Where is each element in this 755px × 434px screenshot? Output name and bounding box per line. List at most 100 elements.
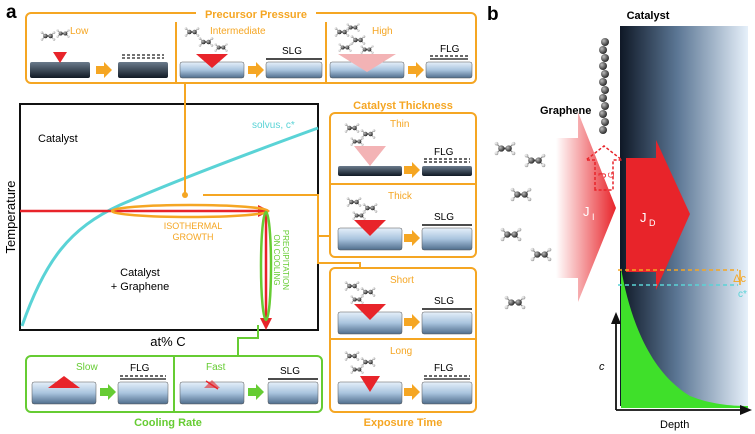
catalyst-block — [118, 62, 168, 78]
exposure-time-title: Exposure Time — [364, 417, 443, 429]
j-i-subscript: I — [592, 212, 595, 222]
precursor-molecule — [346, 196, 362, 208]
isothermal-growth-label: GROWTH — [173, 232, 214, 242]
exposure-short-label: Short — [390, 275, 414, 286]
flux-arrow — [196, 54, 228, 68]
orange-arrow — [408, 62, 424, 78]
precursor-molecule — [40, 30, 56, 42]
slg-label: SLG — [434, 296, 454, 307]
precursor-molecule — [350, 364, 364, 375]
solvus-label: solvus, c* — [252, 120, 295, 131]
precursor-molecule — [504, 294, 526, 311]
region-catalyst-graphene-label: Catalyst — [120, 267, 160, 279]
flg-label: FLG — [434, 147, 454, 158]
isothermal-growth-ellipse — [110, 203, 270, 219]
c-star-label: c* — [738, 289, 747, 300]
segregation-arrow — [48, 376, 80, 388]
orange-arrow — [404, 230, 420, 246]
precursor-molecule — [344, 280, 360, 292]
concentration-profile — [621, 268, 748, 408]
depth-axis-label: Depth — [660, 419, 689, 431]
precursor-molecule — [352, 210, 366, 221]
catalyst-header: Catalyst — [627, 10, 670, 22]
catalyst-thickness-box: Catalyst Thickness Thin FLG Thick SLG — [329, 98, 477, 258]
at-percent-c-axis-label: at% C — [150, 334, 185, 349]
precursor-molecule — [350, 294, 364, 305]
orange-arrow — [96, 62, 112, 78]
catalyst-block — [267, 381, 319, 405]
precursor-molecule — [334, 26, 350, 38]
precursor-molecule — [344, 122, 360, 134]
delta-c-label: Δc — [733, 273, 746, 285]
pressure-intermediate-label: Intermediate — [210, 26, 266, 37]
flux-arrow — [354, 146, 386, 166]
precipitation-ellipse — [259, 210, 273, 322]
segregation-arrow — [204, 380, 220, 388]
flg-label: FLG — [440, 44, 460, 55]
flg-label: FLG — [130, 363, 150, 374]
depth-axis-arrowhead — [740, 405, 752, 415]
catalyst-block — [117, 381, 169, 405]
precursor-molecule — [214, 42, 228, 53]
precursor-molecule — [360, 44, 374, 55]
green-arrow — [100, 384, 116, 400]
flux-arrow — [53, 52, 67, 63]
c-axis-label: c — [599, 361, 605, 373]
catalyst-thickness-title: Catalyst Thickness — [353, 100, 453, 112]
precursor-molecule — [198, 36, 214, 48]
pressure-high-label: High — [372, 26, 393, 37]
orange-arrow — [404, 384, 420, 400]
precursor-molecule — [56, 28, 70, 39]
exposure-long-label: Long — [390, 346, 412, 357]
region-catalyst-graphene-label: + Graphene — [111, 281, 169, 293]
graphene-label: Graphene — [540, 105, 591, 117]
catalyst-block — [265, 61, 323, 79]
precursor-molecule — [524, 152, 546, 169]
precipitation-label: PRECIPITATION — [281, 230, 290, 290]
precursor-molecule — [360, 128, 376, 140]
cooling-rate-title: Cooling Rate — [134, 417, 202, 429]
temperature-axis-label: Temperature — [3, 181, 18, 254]
blocked-mark — [205, 380, 219, 390]
concentration-plot: Δc c* c Depth — [599, 268, 752, 431]
slg-label: SLG — [282, 46, 302, 57]
c-axis-arrowhead — [611, 312, 621, 324]
j-i-label: J — [583, 204, 590, 219]
precursor-molecule — [360, 286, 376, 298]
j-g-subscript: G — [607, 172, 616, 178]
cooling-rate-box: Cooling Rate Slow FLG Fast SLG — [25, 355, 323, 429]
j-g-label: J — [597, 173, 609, 179]
panel-b-label: b — [487, 4, 499, 25]
catalyst-block — [425, 61, 473, 79]
j-d-arrow: J D — [626, 140, 690, 290]
thin-catalyst-block — [422, 166, 472, 176]
precursor-molecule — [362, 202, 378, 214]
flg-label: FLG — [434, 363, 454, 374]
catalyst-block — [421, 381, 473, 405]
gas-molecules — [494, 140, 552, 311]
precursor-pressure-title: Precursor Pressure — [205, 9, 307, 21]
orange-arrow — [404, 314, 420, 330]
j-d-subscript: D — [649, 218, 656, 228]
precursor-pressure-box: Precursor Pressure Low Intermediate SLG … — [25, 6, 477, 84]
catalyst-block — [30, 62, 90, 78]
catalyst-block — [421, 311, 473, 335]
thickness-thick-label: Thick — [388, 191, 413, 202]
precursor-molecule — [494, 140, 516, 157]
precursor-molecule — [184, 26, 200, 38]
flux-arrow — [354, 304, 386, 320]
solvus-curve — [20, 126, 319, 327]
flux-arrow — [338, 54, 396, 72]
panel-a-label: a — [6, 2, 17, 23]
cooling-slow-label: Slow — [76, 362, 98, 373]
orange-arrow — [404, 162, 420, 178]
thick-catalyst-block — [421, 227, 473, 251]
thin-catalyst-block — [338, 166, 402, 176]
flux-arrow — [354, 220, 386, 236]
precursor-molecule — [338, 42, 352, 53]
graphene-chain — [599, 38, 609, 134]
orange-arrow — [248, 62, 264, 78]
precursor-molecule — [350, 136, 364, 147]
exposure-time-box: Exposure Time Short SLG Long FLG — [329, 267, 477, 429]
